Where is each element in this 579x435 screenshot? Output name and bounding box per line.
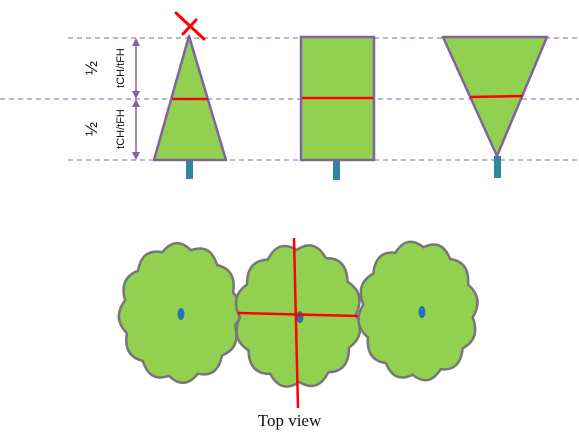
upper-half-arrow	[132, 38, 140, 99]
inverted-triangle-tree-trunk	[494, 156, 501, 178]
lower-half-arrow	[132, 99, 140, 160]
center-crosshair	[237, 237, 359, 409]
upper-half-ratio: tCH/tFH	[115, 48, 127, 88]
upper-half-fraction: ½	[82, 61, 101, 75]
lower-half-fraction: ½	[82, 122, 101, 136]
top-view-caption: Top view	[257, 411, 322, 430]
inverted-triangle-mid-line	[469, 94, 524, 99]
inverted-triangle-tree	[441, 35, 549, 178]
right-top-view-crown	[357, 240, 479, 382]
triangle-tree	[152, 11, 228, 179]
top-view-crowns	[117, 240, 479, 388]
x-cross-icon	[174, 11, 206, 41]
rectangle-tree-trunk	[333, 160, 340, 180]
center-top-view-stem-dot	[296, 311, 304, 323]
rectangle-tree	[299, 35, 376, 180]
triangle-tree-trunk	[186, 160, 193, 179]
left-top-view-stem-dot	[177, 308, 185, 320]
right-top-view-stem-dot	[418, 306, 426, 318]
lower-half-ratio: tCH/tFH	[115, 109, 127, 149]
